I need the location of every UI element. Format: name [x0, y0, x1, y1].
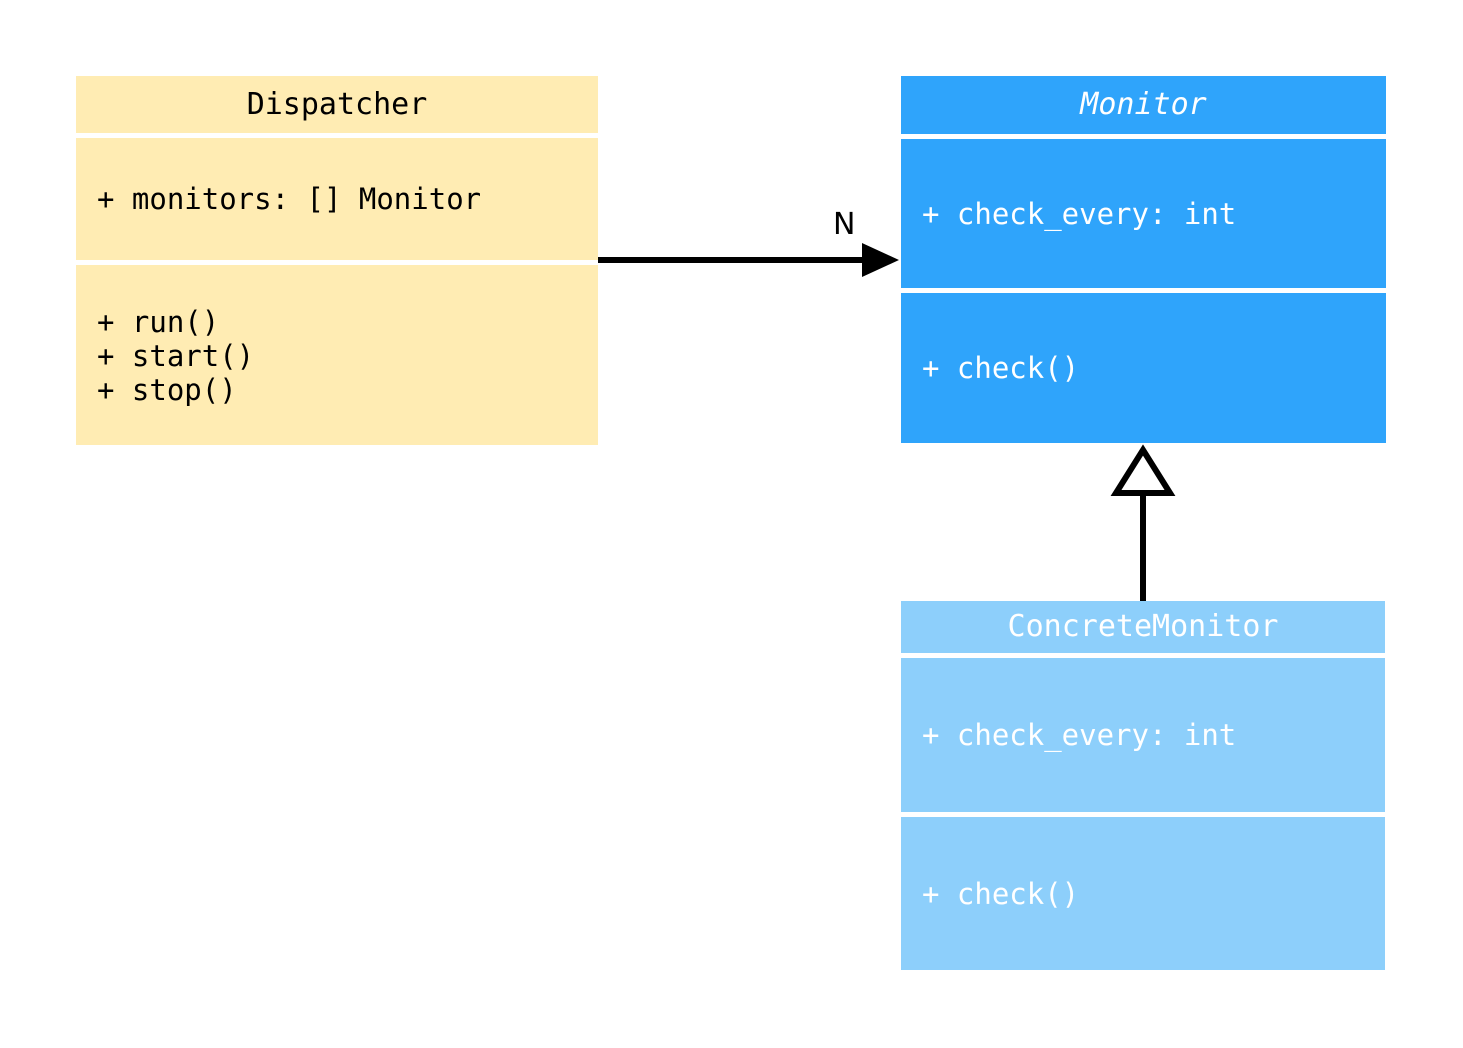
class-methods-compartment-dispatcher: + run() + start() + stop()	[76, 265, 598, 445]
class-title-compartment-monitor: Monitor	[901, 76, 1386, 134]
hollow-triangle-arrowhead-icon	[1110, 444, 1176, 496]
class-attributes-compartment-dispatcher: + monitors: [] Monitor	[76, 138, 598, 260]
generalization-concrete-monitor-to-monitor	[1110, 444, 1176, 601]
method-row: + check()	[922, 876, 1080, 911]
class-box-concrete-monitor[interactable]: ConcreteMonitor + check_every: int + che…	[901, 601, 1385, 970]
class-title-compartment-dispatcher: Dispatcher	[76, 76, 598, 133]
class-name-monitor: Monitor	[1080, 87, 1207, 122]
class-name-dispatcher: Dispatcher	[246, 86, 428, 122]
class-attributes-compartment-concrete-monitor: + check_every: int	[901, 658, 1385, 812]
attribute-row: + check_every: int	[922, 196, 1237, 231]
filled-arrowhead-icon	[862, 243, 899, 277]
method-row: + stop()	[97, 373, 237, 407]
method-row: + run()	[97, 305, 220, 339]
class-methods-compartment-concrete-monitor: + check()	[901, 817, 1385, 970]
attribute-row: + monitors: [] Monitor	[97, 182, 482, 216]
class-box-dispatcher[interactable]: Dispatcher + monitors: [] Monitor + run(…	[76, 76, 598, 445]
attribute-row: + check_every: int	[922, 718, 1237, 752]
method-row: + check()	[922, 351, 1080, 385]
class-methods-compartment-monitor: + check()	[901, 293, 1386, 443]
association-dispatcher-to-monitor	[598, 243, 899, 277]
class-name-concrete-monitor: ConcreteMonitor	[1007, 609, 1279, 644]
class-attributes-compartment-monitor: + check_every: int	[901, 139, 1386, 288]
method-row: + start()	[97, 339, 255, 373]
class-title-compartment-concrete-monitor: ConcreteMonitor	[901, 601, 1385, 653]
class-box-monitor[interactable]: Monitor + check_every: int + check()	[901, 76, 1386, 443]
association-multiplicity-label: N	[833, 207, 856, 242]
